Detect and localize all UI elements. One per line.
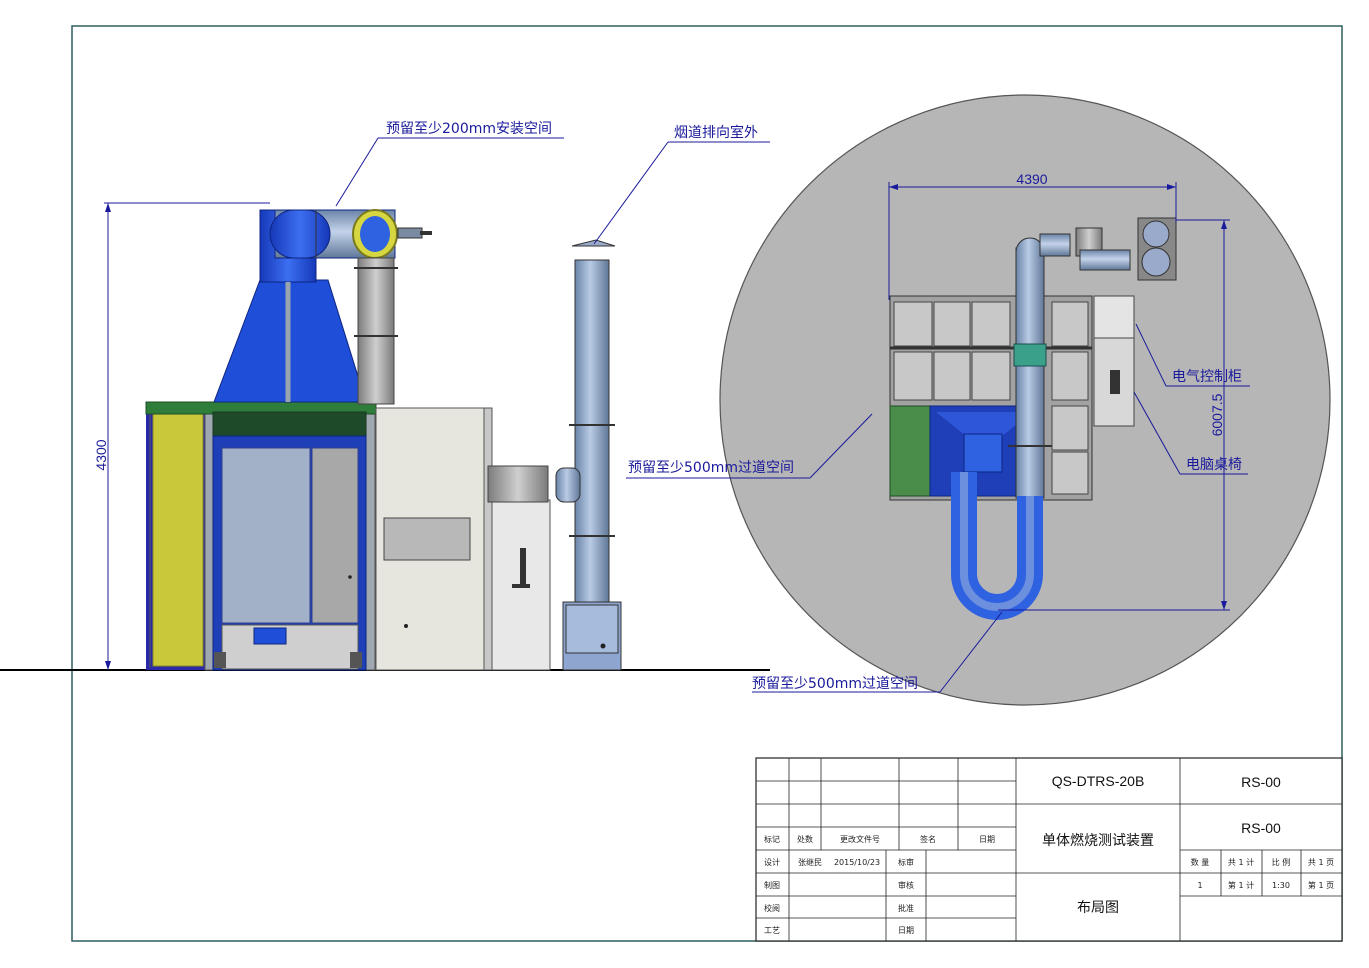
tb-design-date: 2015/10/23 <box>834 858 880 867</box>
tb-role-approve: 批准 <box>898 903 914 913</box>
tb-quantity-label: 数 量 <box>1191 857 1210 867</box>
tb-scale-label: 比 例 <box>1272 857 1291 867</box>
callout-control-cabinet <box>1135 323 1250 387</box>
callout-install-space <box>335 137 564 207</box>
tb-scale: 1:30 <box>1272 881 1290 890</box>
tb-code-top: RS-00 <box>1241 774 1281 790</box>
tb-count: 处数 <box>797 834 813 844</box>
callout-install-space-label: 预留至少200mm安装空间 <box>386 121 552 137</box>
tb-role-date: 日期 <box>898 926 914 935</box>
tb-code-mid: RS-00 <box>1241 820 1281 836</box>
chimney <box>555 239 622 671</box>
height-dimension-label: 4300 <box>93 439 109 470</box>
frame-column-left <box>204 401 214 671</box>
tb-mark: 标记 <box>764 834 780 844</box>
callout-passage-bottom <box>752 611 1003 693</box>
tb-page-no: 第 1 页 <box>1308 880 1334 890</box>
callout-flue-outdoor-label: 烟道排向室外 <box>674 124 758 141</box>
tb-total-sheets-label: 共 1 计 <box>1228 857 1254 867</box>
callout-flue-outdoor <box>593 141 770 245</box>
tb-designer: 张继民 <box>798 857 822 867</box>
elevation-view: 4300 <box>93 121 770 671</box>
tb-role-design: 设计 <box>764 857 780 867</box>
callout-passage-left-label: 预留至少500mm过道空间 <box>628 460 794 476</box>
tb-total-pages-label: 共 1 页 <box>1308 858 1334 867</box>
tb-role-proofread: 校阅 <box>764 903 780 913</box>
tb-signature: 签名 <box>920 834 936 844</box>
callout-passage-bottom-label: 预留至少500mm过道空间 <box>752 676 918 692</box>
plan-depth-dimension <box>998 219 1230 611</box>
tb-date: 日期 <box>979 835 995 844</box>
plan-width-dimension <box>888 182 1177 300</box>
tb-change-doc: 更改文件号 <box>840 834 880 844</box>
tb-product-name: 单体燃烧测试装置 <box>1042 832 1154 849</box>
control-cabinet-plan <box>1093 295 1135 339</box>
frame-column-mid <box>365 401 376 671</box>
height-dimension <box>104 202 270 670</box>
callout-computer-desk <box>1133 391 1248 475</box>
tb-role-review: 审核 <box>898 880 914 890</box>
callout-passage-left <box>626 413 873 479</box>
tb-quantity: 1 <box>1197 881 1202 890</box>
callout-control-cabinet-label: 电气控制柜 <box>1172 369 1242 385</box>
callout-computer-desk-label: 电脑桌椅 <box>1186 457 1242 473</box>
tb-sheet-no: 第 1 计 <box>1228 880 1254 890</box>
tb-role-standard-review: 标审 <box>898 857 914 867</box>
tb-role-process: 工艺 <box>764 926 780 935</box>
tb-model: QS-DTRS-20B <box>1052 773 1145 789</box>
tb-drawing-name: 布局图 <box>1077 900 1119 916</box>
plan-view: 4390 6007.5 电气控制柜 电脑桌椅 预留至少500mm过道空间 <box>626 94 1331 706</box>
vertical-duct <box>357 257 395 405</box>
plan-depth-label: 6007.5 <box>1209 393 1225 436</box>
sheet-border <box>71 25 1343 942</box>
title-block: 标记 处数 更改文件号 签名 日期 设计 制图 校阅 工艺 张继民 2015/1… <box>755 757 1343 942</box>
tb-role-drafting: 制图 <box>764 880 780 890</box>
plan-width-label: 4390 <box>1016 171 1047 187</box>
